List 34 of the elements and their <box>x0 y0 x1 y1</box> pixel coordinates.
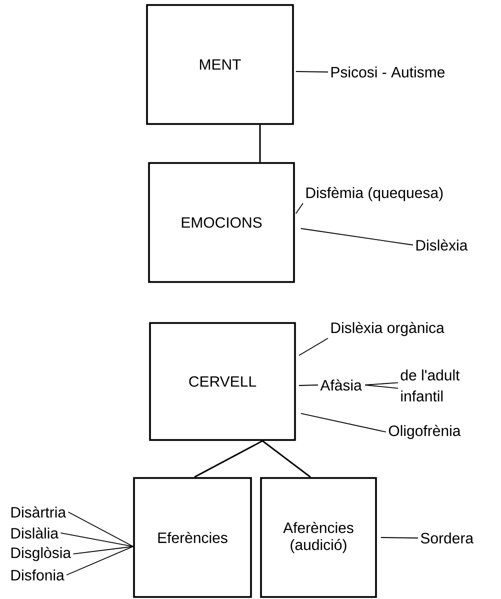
connector-line <box>68 512 134 547</box>
connector-line <box>300 413 386 432</box>
term-label: Disfonia <box>11 569 64 580</box>
box: Aferències (audició) <box>260 477 377 598</box>
connector-line <box>259 124 261 162</box>
connector-line <box>72 546 134 554</box>
connector-line <box>364 382 398 386</box>
box: EMOCIONS <box>148 162 295 283</box>
term-label: Disfèmia (quequesa) <box>306 186 443 202</box>
connector-line <box>295 71 328 72</box>
connector-line <box>262 440 311 478</box>
connector-line <box>295 202 304 214</box>
term-label: Oligofrènia <box>388 424 461 440</box>
term-label: Dislèxia <box>416 239 468 251</box>
box: Eferències <box>133 477 252 598</box>
connector-line <box>298 338 328 356</box>
term-label: Psicosi - Autisme <box>331 66 445 78</box>
connector-line <box>66 546 134 576</box>
term-label: infantil <box>401 390 443 402</box>
connector-line <box>300 228 414 246</box>
term-label: Disàrtria <box>11 506 66 518</box>
term-label: de l'adult <box>400 369 460 380</box>
term-label: Afàsia <box>320 379 362 391</box>
box: CERVELL <box>149 322 296 441</box>
connector-line <box>298 384 318 386</box>
connector-line <box>194 440 263 478</box>
connector-line <box>364 384 398 389</box>
term-label: Disglòsia <box>11 546 72 562</box>
term-label: Dislàlia <box>11 527 59 539</box>
term-label: Sordera <box>420 532 474 544</box>
term-label: Dislèxia orgànica <box>331 322 444 336</box>
connector-line <box>60 532 134 547</box>
connector-line <box>380 537 418 538</box>
box: MENT <box>146 4 294 125</box>
